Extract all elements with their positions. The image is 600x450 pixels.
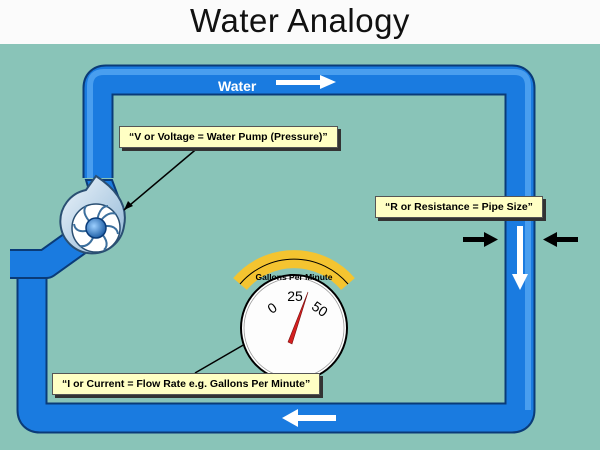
gauge-needle (287, 291, 309, 345)
gauge-label: Gallons Per Minute (256, 272, 333, 282)
flow-gauge-icon: Gallons Per Minute 0 25 50 (233, 250, 355, 382)
voltage-leader-line (123, 145, 201, 211)
title-band (0, 0, 600, 44)
water-pump-icon (59, 174, 126, 255)
flow-arrow-icon (282, 409, 336, 427)
pinch-arrow-icon (543, 232, 578, 247)
flow-arrow-icon (512, 226, 528, 290)
pinch-arrow-icon (463, 232, 498, 247)
resistance-callout: “R or Resistance = Pipe Size” (375, 196, 543, 218)
flow-arrow-icon (276, 75, 336, 89)
water-label: Water (218, 78, 257, 94)
current-callout: “I or Current = Flow Rate e.g. Gallons P… (52, 373, 321, 395)
pipe-highlight (87, 69, 531, 410)
page-title: Water Analogy (190, 2, 410, 39)
voltage-callout: “V or Voltage = Water Pump (Pressure)” (119, 126, 338, 148)
gauge-tick-label: 25 (287, 288, 303, 304)
current-leader-line (194, 339, 253, 374)
